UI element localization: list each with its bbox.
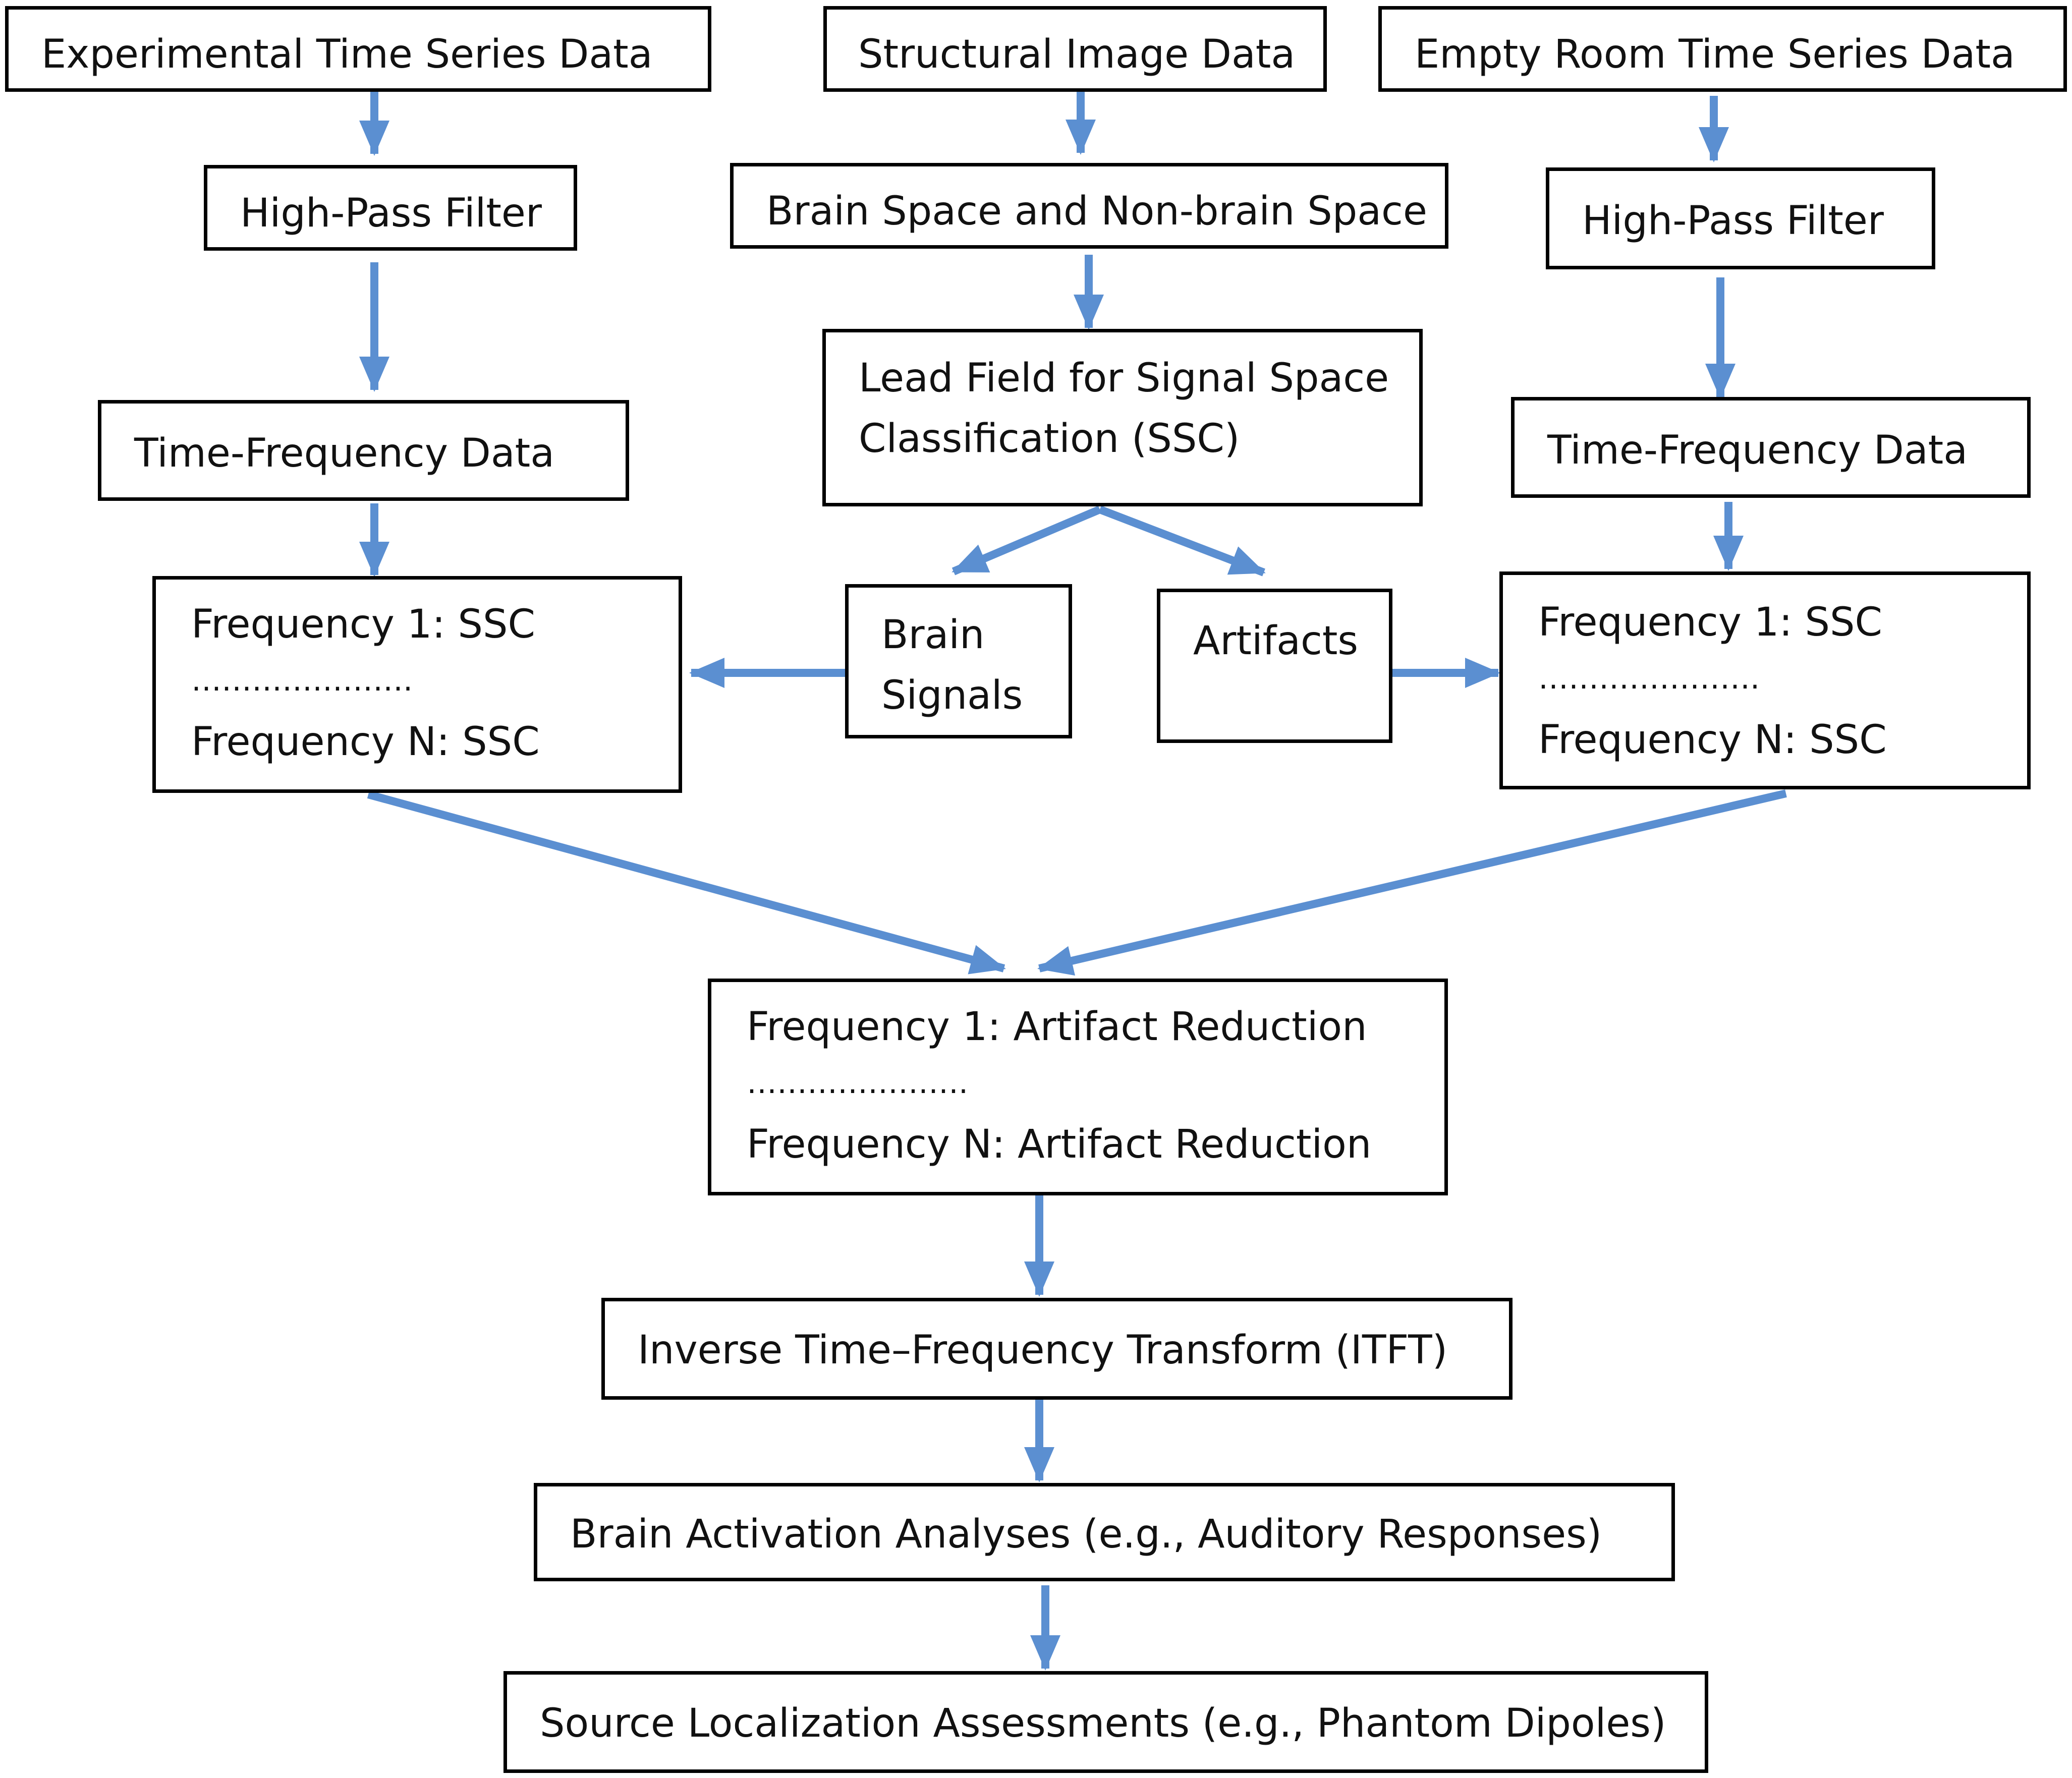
node-label-line2: Classification (SSC) xyxy=(859,416,1240,462)
node-label: Structural Image Data xyxy=(858,32,1296,77)
node-high-pass-filter-left: High-Pass Filter xyxy=(204,165,577,251)
arrow-ssc-right-to-reduction xyxy=(1037,789,1787,976)
node-high-pass-filter-right: High-Pass Filter xyxy=(1546,167,1935,269)
node-ssc-left: Frequency 1: SSC …………………. Frequency N: S… xyxy=(152,576,682,793)
node-brain-activation-analyses: Brain Activation Analyses (e.g., Auditor… xyxy=(534,1483,1675,1581)
node-label: Source Localization Assessments (e.g., P… xyxy=(540,1701,1666,1746)
node-brain-signals: Brain Signals xyxy=(845,584,1072,738)
freq1-label: Frequency 1: SSC xyxy=(191,602,535,647)
node-label: Inverse Time–Frequency Transform (ITFT) xyxy=(638,1328,1448,1373)
freqN-label: Frequency N: Artifact Reduction xyxy=(747,1122,1372,1167)
node-artifacts: Artifacts xyxy=(1157,589,1392,743)
node-ssc-right: Frequency 1: SSC …………………. Frequency N: S… xyxy=(1499,571,2031,789)
ellipsis-dots: …………………. xyxy=(747,1065,969,1101)
node-label-line1: Lead Field for Signal Space xyxy=(859,356,1389,401)
node-label-line2: Signals xyxy=(881,673,1023,718)
node-source-localization: Source Localization Assessments (e.g., P… xyxy=(503,1671,1708,1773)
arrow-ssc-left-to-reduction xyxy=(367,790,1006,974)
node-label: High-Pass Filter xyxy=(1582,198,1884,244)
arrow-leadfield-to-artifacts xyxy=(1098,505,1266,577)
node-experimental-time-series: Experimental Time Series Data xyxy=(5,6,711,92)
node-label: Time-Frequency Data xyxy=(134,431,555,476)
node-label: Experimental Time Series Data xyxy=(41,32,653,77)
node-structural-image-data: Structural Image Data xyxy=(823,6,1327,92)
node-time-frequency-left: Time-Frequency Data xyxy=(98,400,629,501)
arrow-leadfield-to-brainsignals xyxy=(951,505,1102,576)
node-label: Brain Activation Analyses (e.g., Auditor… xyxy=(570,1512,1602,1557)
node-brain-space: Brain Space and Non-brain Space xyxy=(730,163,1448,249)
ellipsis-dots: …………………. xyxy=(1538,661,1760,696)
node-empty-room-time-series: Empty Room Time Series Data xyxy=(1378,6,2067,92)
node-label: High-Pass Filter xyxy=(240,191,542,236)
node-lead-field-ssc: Lead Field for Signal Space Classificati… xyxy=(822,329,1423,506)
freq1-label: Frequency 1: Artifact Reduction xyxy=(747,1004,1367,1050)
node-itft: Inverse Time–Frequency Transform (ITFT) xyxy=(601,1298,1513,1400)
node-label: Empty Room Time Series Data xyxy=(1415,32,2015,77)
node-label-line1: Brain xyxy=(881,612,985,658)
node-label: Brain Space and Non-brain Space xyxy=(766,189,1427,234)
node-time-frequency-right: Time-Frequency Data xyxy=(1511,397,2031,498)
node-artifact-reduction: Frequency 1: Artifact Reduction ………………….… xyxy=(708,979,1448,1195)
node-label: Time-Frequency Data xyxy=(1547,428,1968,473)
node-label: Artifacts xyxy=(1193,618,1359,664)
freqN-label: Frequency N: SSC xyxy=(191,719,540,765)
freqN-label: Frequency N: SSC xyxy=(1538,717,1887,763)
ellipsis-dots: …………………. xyxy=(191,663,413,698)
freq1-label: Frequency 1: SSC xyxy=(1538,600,1882,645)
